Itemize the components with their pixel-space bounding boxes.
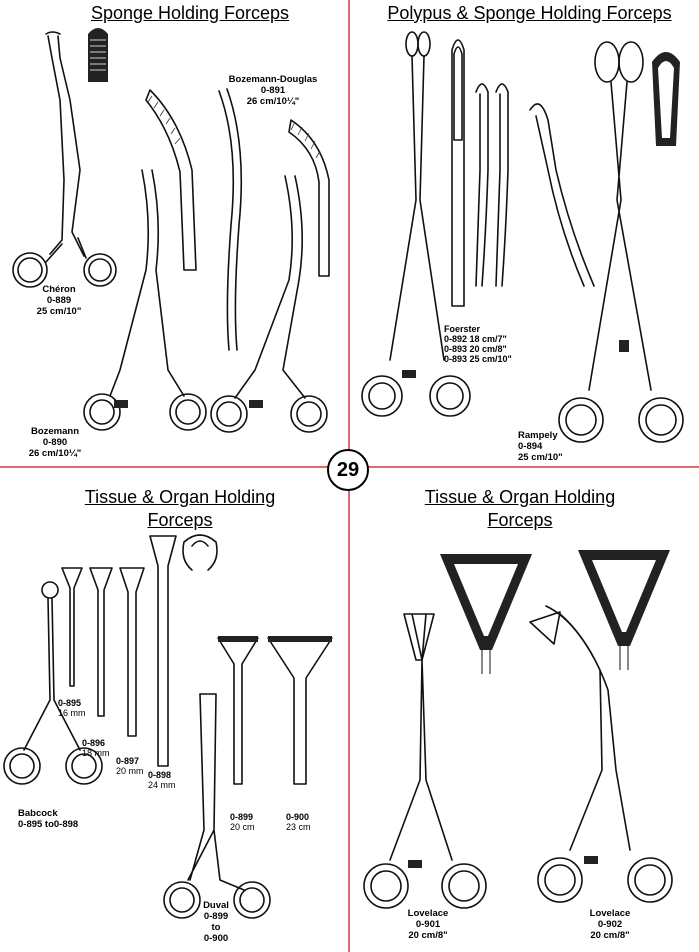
bozemann-size: 26 cm/10¼" [28, 448, 82, 459]
cheron-forceps-illustration [12, 31, 117, 288]
babcock-label: Babcock 0-895 to0-898 [18, 808, 118, 830]
duval-to: 0-900 [203, 933, 229, 944]
item-895-code: 0-895 [58, 698, 82, 708]
cheron-tip-detail [88, 28, 108, 82]
rampely-label: Rampely 0-894 25 cm/10" [518, 430, 598, 463]
lovelace-902-illustration [529, 605, 673, 903]
rampely-forceps-illustration [558, 41, 684, 443]
item-896-label: 0-896 18 mm [82, 738, 110, 758]
tissue-organ-title-right: Tissue & Organ Holding Forceps [420, 486, 620, 532]
item-898-size: 24 mm [148, 780, 176, 790]
duval-to-word: to [211, 922, 221, 933]
lovelace-902-label: Lovelace 0-902 20 cm/8" [582, 908, 638, 941]
item-897-code: 0-897 [116, 756, 140, 766]
foerster-line3: 0-893 25 cm/10" [444, 354, 512, 364]
polypus-sponge-title: Polypus & Sponge Holding Forceps [387, 3, 672, 23]
lovelace-triangle-jaw-1 [440, 554, 532, 674]
q3-title-line2: Forceps [147, 510, 213, 530]
cheron-size: 25 cm/10" [36, 306, 82, 317]
bozemann-jaw-detail [145, 89, 197, 271]
lovelace-901-code: 0-901 [415, 919, 441, 930]
bozemann-douglas-code: 0-891 [260, 85, 286, 96]
duval-label: Duval 0-899 to 0-900 [188, 900, 244, 944]
foerster-forceps-illustration [361, 31, 471, 417]
bozemann-code: 0-890 [42, 437, 68, 448]
item-899-size: 20 cm [230, 822, 255, 832]
bozemann-douglas-jaw-detail [218, 88, 243, 351]
item-899-code: 0-899 [230, 812, 254, 822]
duval-tip-details [217, 636, 333, 785]
rampely-name: Rampely [518, 430, 558, 441]
lovelace-901-label: Lovelace 0-901 20 cm/8" [400, 908, 456, 941]
duval-forceps-illustration [163, 693, 271, 919]
item-898-code: 0-898 [148, 770, 172, 780]
q4-title-line1: Tissue & Organ Holding [424, 487, 616, 507]
bozemann-douglas-size: 26 cm/10¼" [246, 96, 300, 107]
bozemann-name: Bozemann [30, 426, 80, 437]
foerster-name: Foerster [444, 324, 481, 334]
bozemann-douglas-jaw-2 [288, 119, 330, 277]
tissue-organ-title-left: Tissue & Organ Holding Forceps [80, 486, 280, 532]
rampely-size: 25 cm/10" [518, 452, 563, 463]
foerster-line2: 0-893 20 cm/8" [444, 344, 507, 354]
babcock-range: 0-895 to0-898 [18, 819, 79, 830]
babcock-name: Babcock [18, 808, 58, 819]
q4-title-line2: Forceps [487, 510, 553, 530]
rampely-tip-detail [652, 52, 680, 146]
lovelace-triangle-jaw-2 [578, 550, 670, 670]
bozemann-douglas-label: Bozemann-Douglas 0-891 26 cm/10¼" [218, 74, 328, 107]
bozemann-label: Bozemann 0-890 26 cm/10¼" [20, 426, 90, 459]
lovelace-901-illustration [363, 613, 487, 909]
foerster-line1: 0-892 18 cm/7" [444, 334, 507, 344]
foerster-jaw-details [451, 39, 595, 307]
item-897-label: 0-897 20 mm [116, 756, 144, 776]
bozemann-douglas-name: Bozemann-Douglas [228, 74, 318, 85]
lovelace-902-code: 0-902 [597, 919, 623, 930]
q3-title-line1: Tissue & Organ Holding [84, 487, 276, 507]
sponge-holding-title: Sponge Holding Forceps [90, 3, 290, 23]
page-number-badge: 29 [327, 449, 369, 491]
foerster-label: Foerster 0-892 18 cm/7" 0-893 20 cm/8" 0… [444, 324, 554, 364]
lovelace-902-size: 20 cm/8" [590, 930, 630, 941]
duval-from: 0-899 [203, 911, 229, 922]
item-900-size: 23 cm [286, 822, 311, 832]
lovelace-902-name: Lovelace [589, 908, 631, 919]
babcock-tip-details [61, 534, 218, 767]
item-895-label: 0-895 16 mm [58, 698, 86, 718]
babcock-forceps-illustration [3, 581, 103, 785]
item-898-label: 0-898 24 mm [148, 770, 176, 790]
rampely-code: 0-894 [518, 441, 543, 452]
bozemann-forceps-illustration [83, 169, 207, 431]
item-900-label: 0-900 23 cm [286, 812, 311, 832]
bozemann-douglas-forceps-illustration [210, 175, 328, 433]
lovelace-901-size: 20 cm/8" [408, 930, 448, 941]
lovelace-901-name: Lovelace [407, 908, 449, 919]
item-895-size: 16 mm [58, 708, 86, 718]
cheron-label: Chéron 0-889 25 cm/10" [14, 284, 104, 317]
duval-name: Duval [203, 900, 229, 911]
item-900-code: 0-900 [286, 812, 310, 822]
item-896-size: 18 mm [82, 748, 110, 758]
cheron-code: 0-889 [46, 295, 72, 306]
item-899-label: 0-899 20 cm [230, 812, 255, 832]
item-897-size: 20 mm [116, 766, 144, 776]
cheron-name: Chéron [42, 284, 76, 295]
item-896-code: 0-896 [82, 738, 106, 748]
